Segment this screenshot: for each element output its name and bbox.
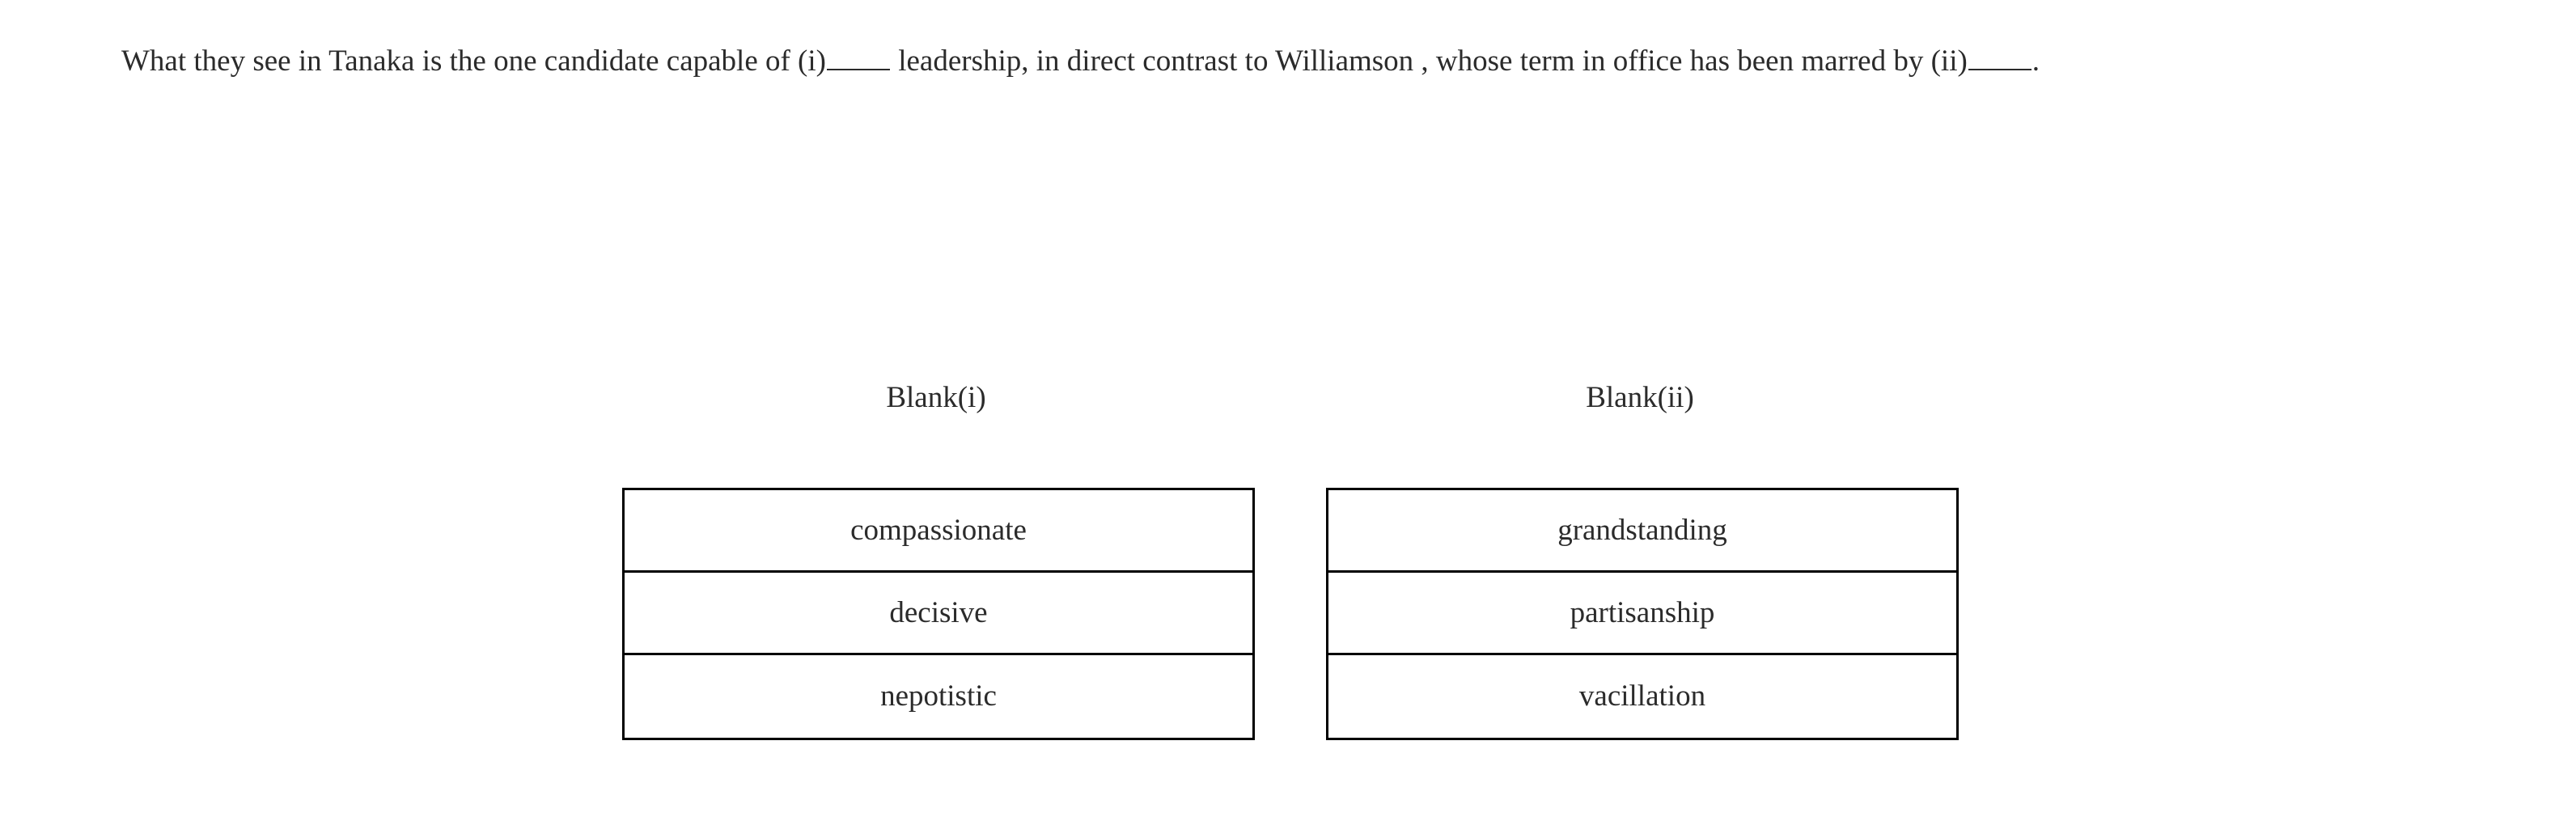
option-row[interactable]: partisanship: [1328, 573, 1956, 655]
blank-group-ii: Blank(ii) grandstanding partisanship vac…: [1326, 380, 1959, 740]
option-label: decisive: [889, 595, 988, 629]
option-label: grandstanding: [1557, 513, 1727, 547]
blank-i-header: Blank(i): [886, 381, 986, 414]
blank-ii-header: Blank(ii): [1586, 381, 1694, 414]
blank-group-i: Blank(i) compassionate decisive nepotist…: [622, 380, 1255, 740]
option-row[interactable]: compassionate: [625, 490, 1252, 573]
blank-ii-option-table: grandstanding partisanship vacillation: [1326, 488, 1959, 740]
answer-choices-area: Blank(i) compassionate decisive nepotist…: [622, 380, 1959, 740]
option-label: vacillation: [1578, 679, 1706, 713]
option-label: compassionate: [850, 513, 1027, 547]
option-row[interactable]: vacillation: [1328, 655, 1956, 738]
question-prompt: What they see in Tanaka is the one candi…: [121, 39, 2492, 83]
answer-blank-i: [826, 44, 890, 70]
option-row[interactable]: grandstanding: [1328, 490, 1956, 573]
option-label: partisanship: [1570, 595, 1715, 629]
question-segment-1: What they see in Tanaka is the one candi…: [121, 44, 826, 78]
option-row[interactable]: nepotistic: [625, 655, 1252, 738]
question-segment-2: leadership, in direct contrast to Willia…: [890, 44, 1968, 78]
answer-blank-ii: [1968, 44, 2032, 70]
option-label: nepotistic: [880, 679, 997, 713]
blank-i-option-table: compassionate decisive nepotistic: [622, 488, 1255, 740]
question-segment-3: .: [2032, 44, 2040, 78]
option-row[interactable]: decisive: [625, 573, 1252, 655]
